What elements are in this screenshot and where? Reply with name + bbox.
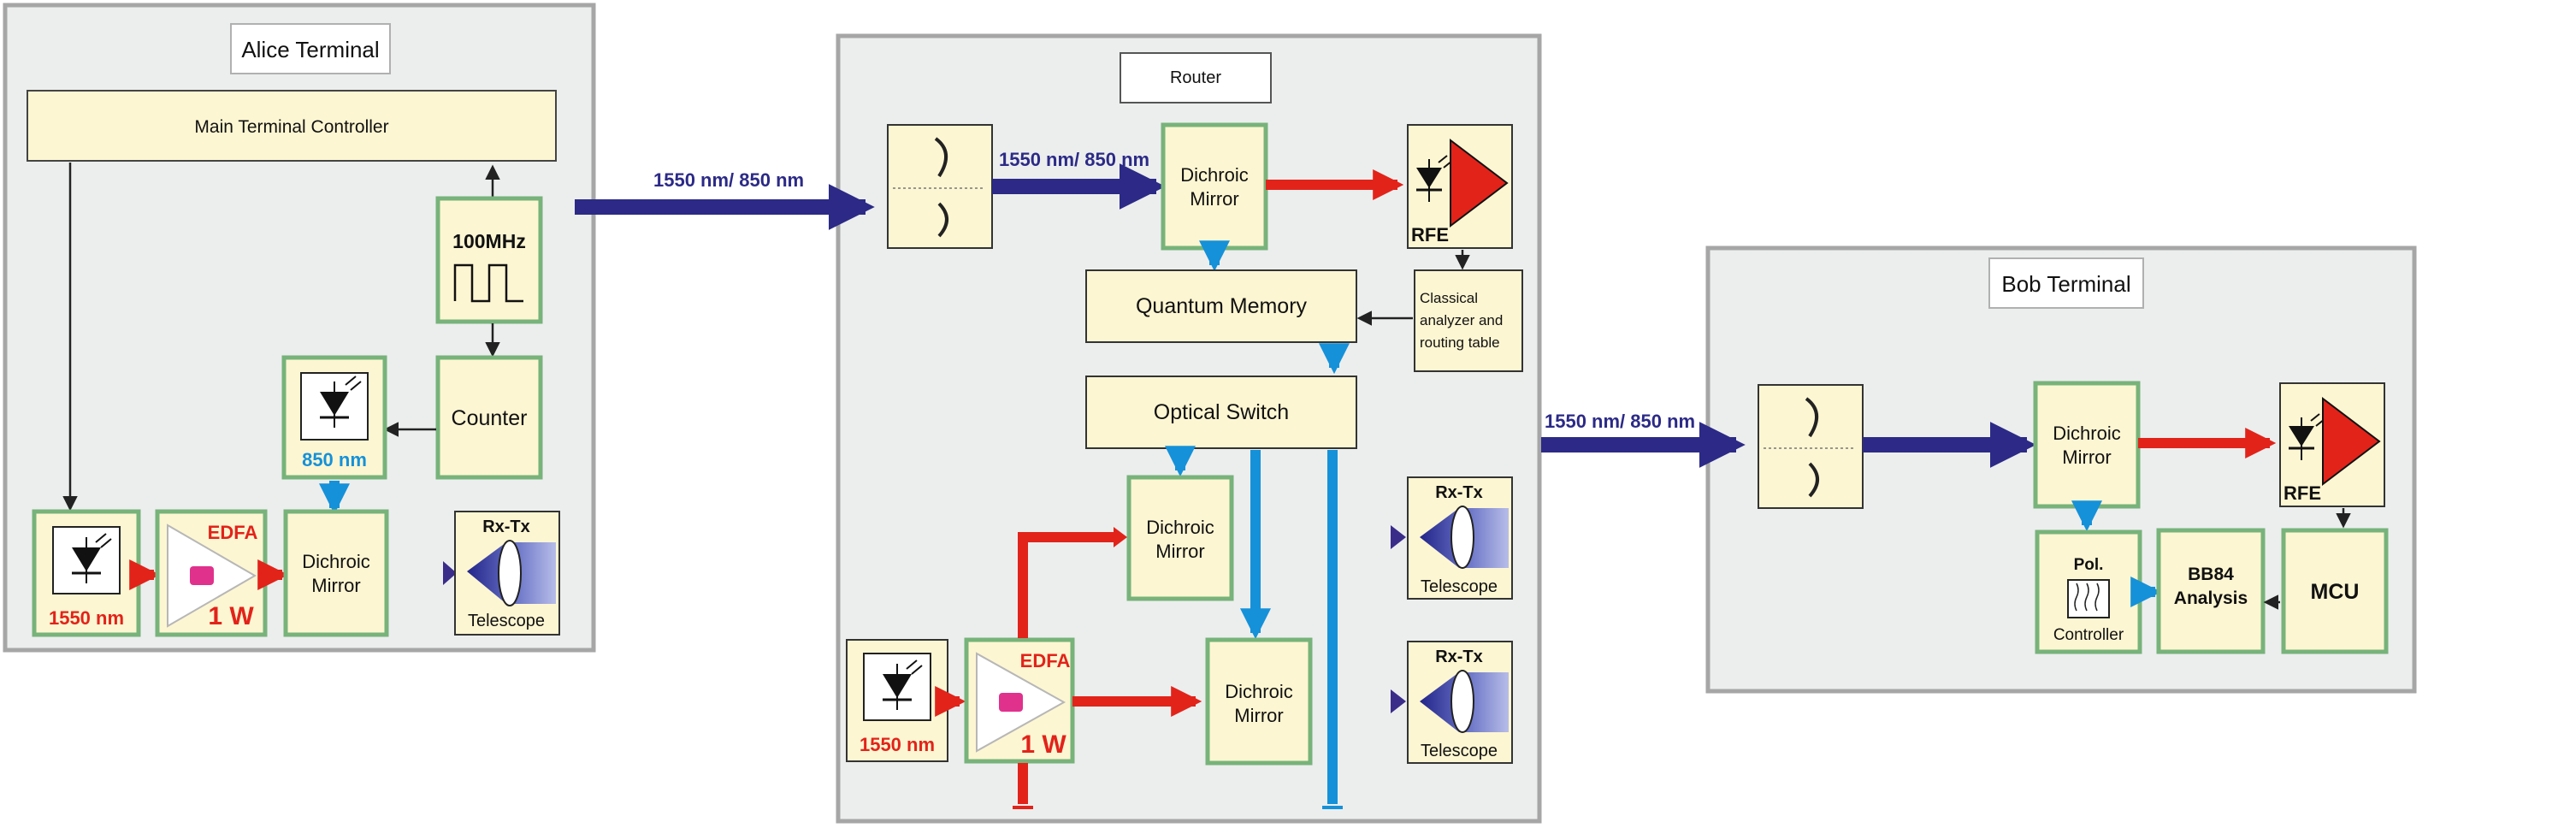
dichroic-b-to-telescope-arrowhead [1391,689,1406,713]
router-dichroic-b [1205,637,1313,766]
laser-1550-label: 1550 nm [49,607,124,629]
detector-850-label: 850 nm [302,449,367,470]
edfa-label: EDFA [208,522,258,543]
router-dichroic-label-2: Mirror [1190,188,1238,210]
edfa-to-dichroic-a-beam [1018,532,1119,638]
router-rxtx-bottom-label: Rx-Tx [1435,648,1483,666]
pol-label-1: Pol. [2074,556,2104,574]
clock-100mhz-box [435,196,543,324]
classical-analyzer-box [1414,269,1523,372]
router-title: Router [1170,68,1221,87]
router-input-label: 1550 nm/ 850 nm [999,149,1149,170]
router-rfe-detector-icon [1416,155,1453,202]
router-fiber-coil-icon [999,693,1023,712]
classical-label-2: analyzer and [1420,312,1503,328]
router-dichroic-mirror [1161,122,1268,251]
bob-title: Bob Terminal [2001,271,2130,297]
alice-title: Alice Terminal [241,37,379,62]
bb84-label-1: BB84 [2188,565,2234,584]
router-telescope-top-lens-icon [1450,506,1474,569]
alice-dichroic-label-1: Dichroic [302,551,369,572]
bob-dichroic-label-2: Mirror [2062,447,2111,468]
router-receiver-lens [887,124,993,249]
router-edfa-label: EDFA [1020,650,1071,671]
main-terminal-controller [27,90,557,162]
alice-title-box [230,23,391,74]
clock-waveform-icon [453,263,523,303]
router-telescope-bottom-lens-icon [1450,670,1474,733]
counter-label: Counter [452,406,528,430]
router-dichroic-a-label-1: Dichroic [1146,517,1214,538]
router-laser-label: 1550 nm [860,734,935,755]
router-rfe-label: RFE [1411,224,1449,245]
router-rxtx-top-label: Rx-Tx [1435,483,1483,502]
router-to-bob-label: 1550 nm/ 850 nm [1545,411,1695,432]
router-telescope-top-label: Telescope [1421,577,1498,596]
dichroic-to-telescope-arrowhead [443,561,457,585]
bob-rfe-detector-icon [2289,413,2325,460]
bob-dichroic-mirror [2033,381,2141,509]
router-rfe-amplifier-icon [1450,138,1509,228]
edfa-to-dichroic-a-arrowhead [1114,527,1127,547]
quantum-memory-label: Quantum Memory [1136,294,1308,318]
main-terminal-controller-label: Main Terminal Controller [194,117,388,137]
router-dichroic-label-1: Dichroic [1180,164,1248,186]
bob-rfe-amplifier-icon [2322,396,2381,487]
router-laser-icon [883,659,923,710]
photodiode-icon [320,376,362,428]
dichroic-a-to-telescope-arrowhead [1391,525,1406,549]
bb84-analysis-box [2156,528,2266,654]
counter-box [435,355,543,480]
mcu-label: MCU [2311,580,2360,604]
router-dichroic-b-label-1: Dichroic [1225,681,1292,702]
alice-dichroic-mirror [283,509,389,637]
bob-curved-mirror-icon [1764,397,1856,498]
optical-switch-label: Optical Switch [1154,400,1289,424]
optical-switch-box [1085,376,1357,449]
router-edfa-power-label: 1 W [1020,730,1066,759]
bob-dichroic-label-1: Dichroic [2053,423,2120,444]
curved-mirror-icon [893,137,985,238]
telescope-lens-icon [498,540,522,606]
alice-to-router-label: 1550 nm/ 850 nm [653,169,804,191]
pol-label-2: Controller [2053,626,2124,644]
quantum-memory-box [1085,269,1357,343]
router-dichroic-b-label-2: Mirror [1234,705,1283,726]
mcu-box [2281,528,2389,654]
alice-telescope-label: Telescope [468,612,545,630]
bb84-label-2: Analysis [2174,588,2248,608]
alice-dichroic-label-2: Mirror [311,575,360,596]
bob-rfe-label: RFE [2284,482,2321,504]
classical-label-1: Classical [1420,290,1478,306]
alice-rxtx-label: Rx-Tx [482,518,530,536]
router-dichroic-a-label-2: Mirror [1155,541,1204,562]
clock-label: 100MHz [452,230,526,252]
edfa-power-label: 1 W [208,602,254,630]
bob-title-box [1988,257,2144,309]
fiber-coil-icon [190,566,214,585]
laser-icon [72,533,112,583]
router-telescope-bottom-label: Telescope [1421,742,1498,760]
router-dichroic-a [1126,475,1234,601]
classical-label-3: routing table [1420,334,1500,351]
router-title-box [1120,52,1272,104]
waveplate-icon [2067,579,2110,618]
